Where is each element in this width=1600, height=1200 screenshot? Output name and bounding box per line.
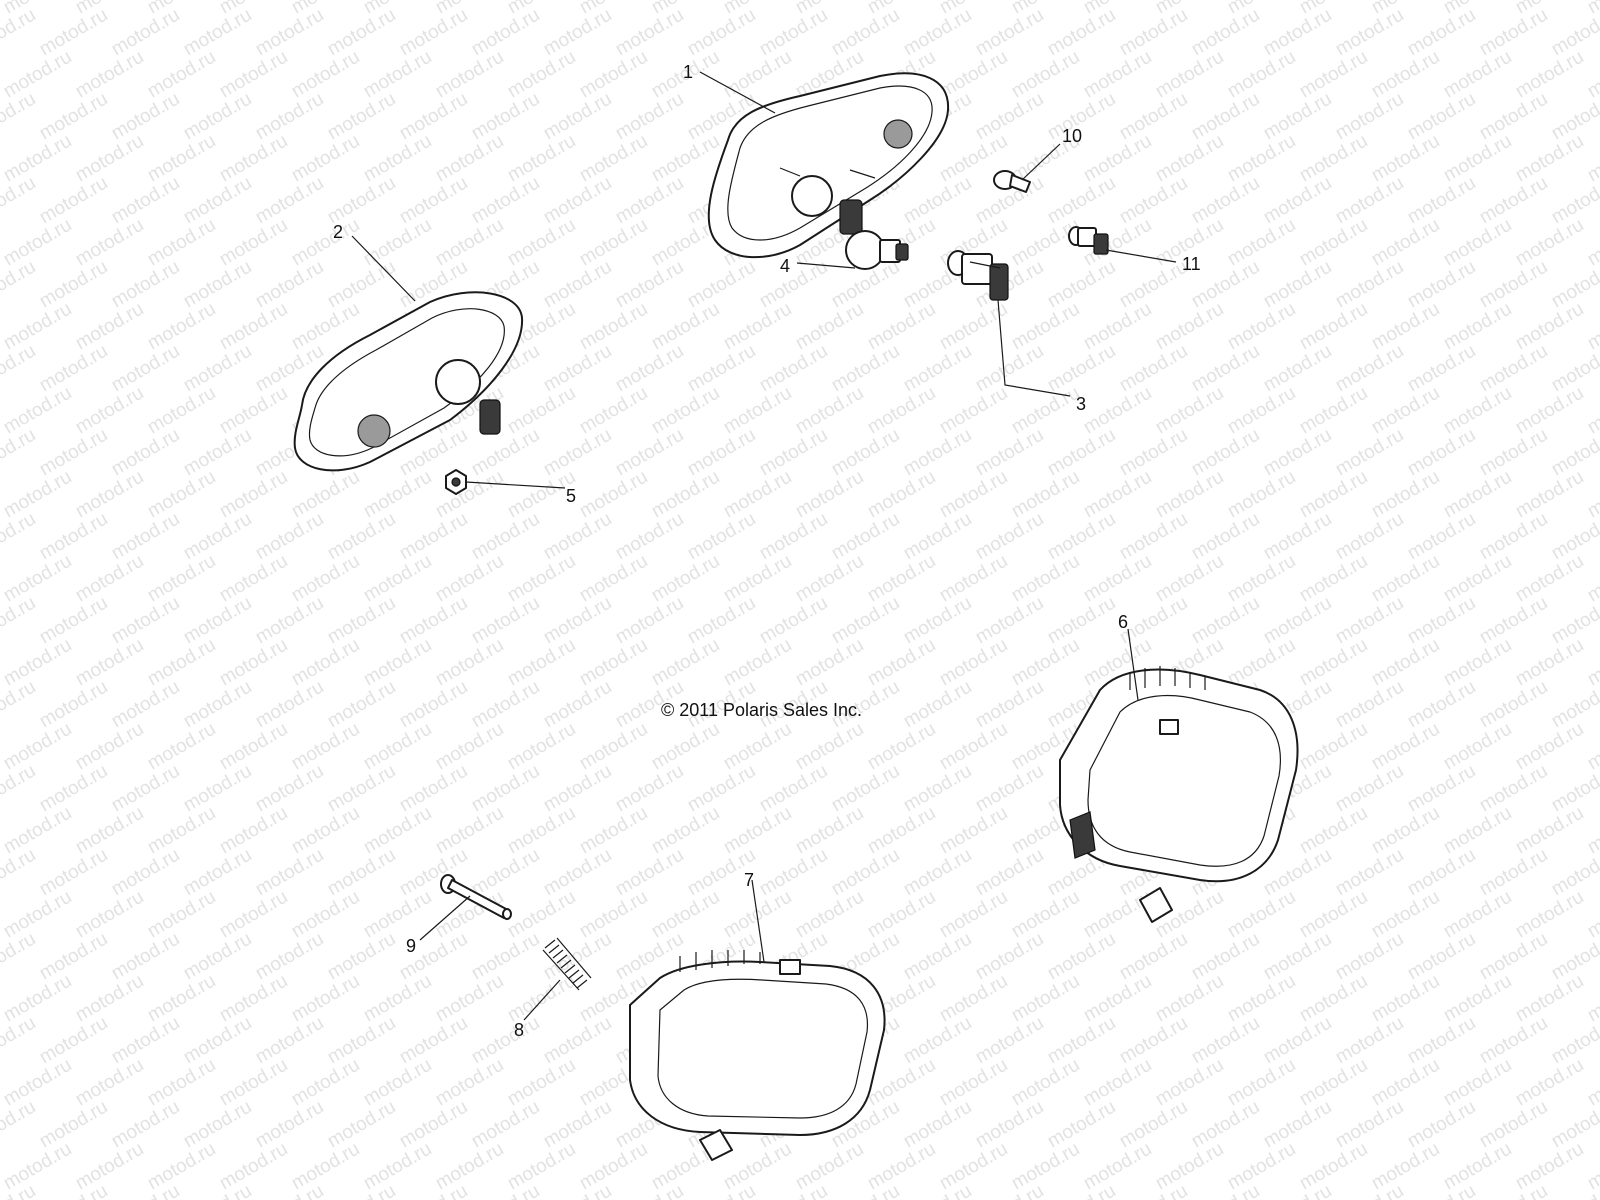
wedge-bulb-4 <box>845 230 909 270</box>
callout-9: 9 <box>406 936 416 956</box>
callout-5: 5 <box>566 486 576 506</box>
leader-5 <box>465 481 566 489</box>
pin-9 <box>440 874 512 920</box>
small-socket-11 <box>1068 226 1109 255</box>
leader-8 <box>523 979 561 1021</box>
bulb-socket-3 <box>947 250 1009 301</box>
callout-3: 3 <box>1076 394 1086 414</box>
leader-9 <box>419 895 471 941</box>
callout-11: 11 <box>1182 254 1201 274</box>
callout-1: 1 <box>683 62 693 82</box>
leader-10 <box>1021 143 1061 181</box>
callout-4: 4 <box>780 256 790 276</box>
spring-8 <box>542 937 592 991</box>
headlight-assembly-6 <box>1059 666 1299 923</box>
leader-4 <box>796 262 856 269</box>
callout-2: 2 <box>333 222 343 242</box>
headlight-assembly-7 <box>629 950 886 1161</box>
leader-6 <box>1127 628 1139 701</box>
callout-6: 6 <box>1118 612 1128 632</box>
leader-1 <box>699 71 776 114</box>
nut-5 <box>445 469 467 495</box>
callout-10: 10 <box>1062 126 1082 146</box>
tail-light-housing-2 <box>293 291 524 472</box>
small-bulb-10 <box>993 170 1031 193</box>
leader-2 <box>351 235 416 302</box>
tail-light-housing-1 <box>707 72 950 259</box>
leader-lines <box>351 71 1177 1021</box>
copyright-notice: © 2011 Polaris Sales Inc. <box>661 700 863 720</box>
leader-7 <box>751 879 765 963</box>
callout-7: 7 <box>744 870 754 890</box>
leader-3 <box>997 299 1071 397</box>
callout-labels: 1 2 3 4 5 6 7 8 9 10 11 <box>333 62 1201 1040</box>
leader-11 <box>1105 249 1177 263</box>
callout-8: 8 <box>514 1020 524 1040</box>
